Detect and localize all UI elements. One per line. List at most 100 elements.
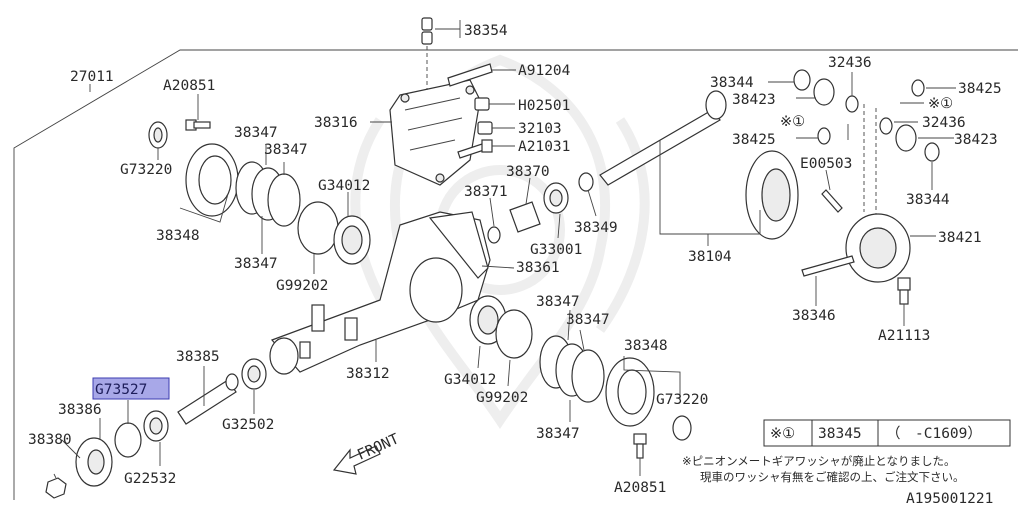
nut-38380[interactable] <box>45 477 67 499</box>
label-G33001[interactable]: G33001 <box>530 242 582 258</box>
label-38347-d[interactable]: 38347 <box>536 294 580 310</box>
bolt-A20851-top[interactable] <box>185 119 211 131</box>
note-table-part[interactable]: 38345 <box>818 426 862 442</box>
label-38371[interactable]: 38371 <box>464 184 508 200</box>
bolt-A21031[interactable] <box>457 139 493 159</box>
label-A21113[interactable]: A21113 <box>878 328 930 344</box>
label-38354[interactable]: 38354 <box>464 23 508 39</box>
label-38347-f[interactable]: 38347 <box>536 426 580 442</box>
label-note-mark-right[interactable]: ※① <box>928 96 953 112</box>
o-ring-G99202-right[interactable] <box>495 309 533 359</box>
label-38421[interactable]: 38421 <box>938 230 982 246</box>
diff-case-38421[interactable] <box>845 213 911 283</box>
shim-set-38347-left[interactable] <box>235 161 301 227</box>
washer-32436-a[interactable] <box>845 95 859 113</box>
pinion-38425-b[interactable] <box>911 79 925 97</box>
stud-A91204[interactable] <box>447 63 493 87</box>
shaft-38346[interactable] <box>801 255 855 277</box>
label-38346[interactable]: 38346 <box>792 308 836 324</box>
label-38386[interactable]: 38386 <box>58 402 102 418</box>
washer-32436-b[interactable] <box>879 117 893 135</box>
label-G34012-right[interactable]: G34012 <box>444 372 496 388</box>
label-G73220-left[interactable]: G73220 <box>120 162 172 178</box>
flange-38386[interactable] <box>75 437 113 487</box>
bearing-G34012-left[interactable] <box>333 215 371 265</box>
gasket-38361[interactable] <box>428 211 489 279</box>
highlight-box-G73527 <box>92 377 170 400</box>
pinion-shaft-38104[interactable] <box>599 90 727 186</box>
collar-38385[interactable] <box>177 373 239 425</box>
label-A20851-top[interactable]: A20851 <box>163 78 215 94</box>
label-38425-top[interactable]: 38425 <box>958 81 1002 97</box>
pin-E00503[interactable] <box>821 189 843 213</box>
spacer-38370[interactable] <box>509 201 541 233</box>
o-ring-G99202-left[interactable] <box>297 201 339 255</box>
frame <box>13 49 1018 500</box>
label-32103[interactable]: 32103 <box>518 121 562 137</box>
label-38347-c[interactable]: 38347 <box>234 256 278 272</box>
label-note-mark-left[interactable]: ※① <box>780 114 805 130</box>
bolt-A21113[interactable] <box>897 277 911 305</box>
label-38348-right[interactable]: 38348 <box>624 338 668 354</box>
label-G99202-left[interactable]: G99202 <box>276 278 328 294</box>
washer-38344-right[interactable] <box>924 142 940 162</box>
label-38423-top[interactable]: 38423 <box>732 92 776 108</box>
bearing-G32502[interactable] <box>241 358 267 390</box>
diagram-id: A195001221 <box>906 491 993 507</box>
label-G99202-right[interactable]: G99202 <box>476 390 528 406</box>
oil-seal-G73220-right[interactable] <box>672 415 692 441</box>
label-G73527[interactable]: G73527 <box>95 382 147 398</box>
label-32436-top[interactable]: 32436 <box>828 55 872 71</box>
label-38380[interactable]: 38380 <box>28 432 72 448</box>
bearing-G33001[interactable] <box>543 182 569 214</box>
label-38349[interactable]: 38349 <box>574 220 618 236</box>
label-G22532[interactable]: G22532 <box>124 471 176 487</box>
label-38312[interactable]: 38312 <box>346 366 390 382</box>
label-A91204[interactable]: A91204 <box>518 63 571 79</box>
plug-32103[interactable] <box>477 121 493 135</box>
side-gear-38344-left[interactable] <box>793 69 811 91</box>
oil-seal-G73220-left[interactable] <box>148 121 168 149</box>
note-table-range: （ -C1609） <box>886 425 982 442</box>
label-38316[interactable]: 38316 <box>314 115 358 131</box>
label-38347-e[interactable]: 38347 <box>566 312 610 328</box>
label-38347-b[interactable]: 38347 <box>264 142 308 158</box>
label-32436-mid[interactable]: 32436 <box>922 115 966 131</box>
bearing-G22532[interactable] <box>143 410 169 442</box>
label-E00503[interactable]: E00503 <box>800 156 852 172</box>
label-38347-a[interactable]: 38347 <box>234 125 278 141</box>
bolt-A20851-bottom[interactable] <box>633 433 647 459</box>
washer-38371[interactable] <box>487 226 501 244</box>
label-38370[interactable]: 38370 <box>506 164 550 180</box>
label-A20851-bottom[interactable]: A20851 <box>614 480 666 496</box>
label-38348-left[interactable]: 38348 <box>156 228 200 244</box>
pinion-38425-a[interactable] <box>817 127 831 145</box>
side-gear-38423-right[interactable] <box>895 124 917 152</box>
retainer-38348-left[interactable] <box>185 143 239 217</box>
seal-G73527[interactable] <box>114 422 142 458</box>
side-gear-38423-left[interactable] <box>813 78 835 106</box>
label-27011[interactable]: 27011 <box>70 69 114 85</box>
carrier-38312[interactable] <box>269 211 491 375</box>
label-38344-bottom[interactable]: 38344 <box>906 192 950 208</box>
label-G73220-right[interactable]: G73220 <box>656 392 708 408</box>
label-G32502[interactable]: G32502 <box>222 417 274 433</box>
label-38425-mid[interactable]: 38425 <box>732 132 776 148</box>
label-38423-mid[interactable]: 38423 <box>954 132 998 148</box>
bolt-38354[interactable] <box>421 17 433 90</box>
plug-H02501[interactable] <box>474 97 490 111</box>
label-38344-top[interactable]: 38344 <box>710 75 754 91</box>
shim-set-38347-right[interactable] <box>539 335 605 403</box>
label-38385[interactable]: 38385 <box>176 349 220 365</box>
label-38104[interactable]: 38104 <box>688 249 732 265</box>
ring-gear-38104[interactable] <box>745 150 799 240</box>
part-labels: 38354 27011 A20851 A91204 H02501 32103 A… <box>28 23 1002 496</box>
label-H02501[interactable]: H02501 <box>518 98 570 114</box>
retainer-38348-right[interactable] <box>605 357 655 427</box>
label-G34012-left[interactable]: G34012 <box>318 178 370 194</box>
rear-cover-38316[interactable] <box>389 79 481 186</box>
label-A21031[interactable]: A21031 <box>518 139 570 155</box>
label-38361[interactable]: 38361 <box>516 260 560 276</box>
washer-38349[interactable] <box>578 172 594 192</box>
